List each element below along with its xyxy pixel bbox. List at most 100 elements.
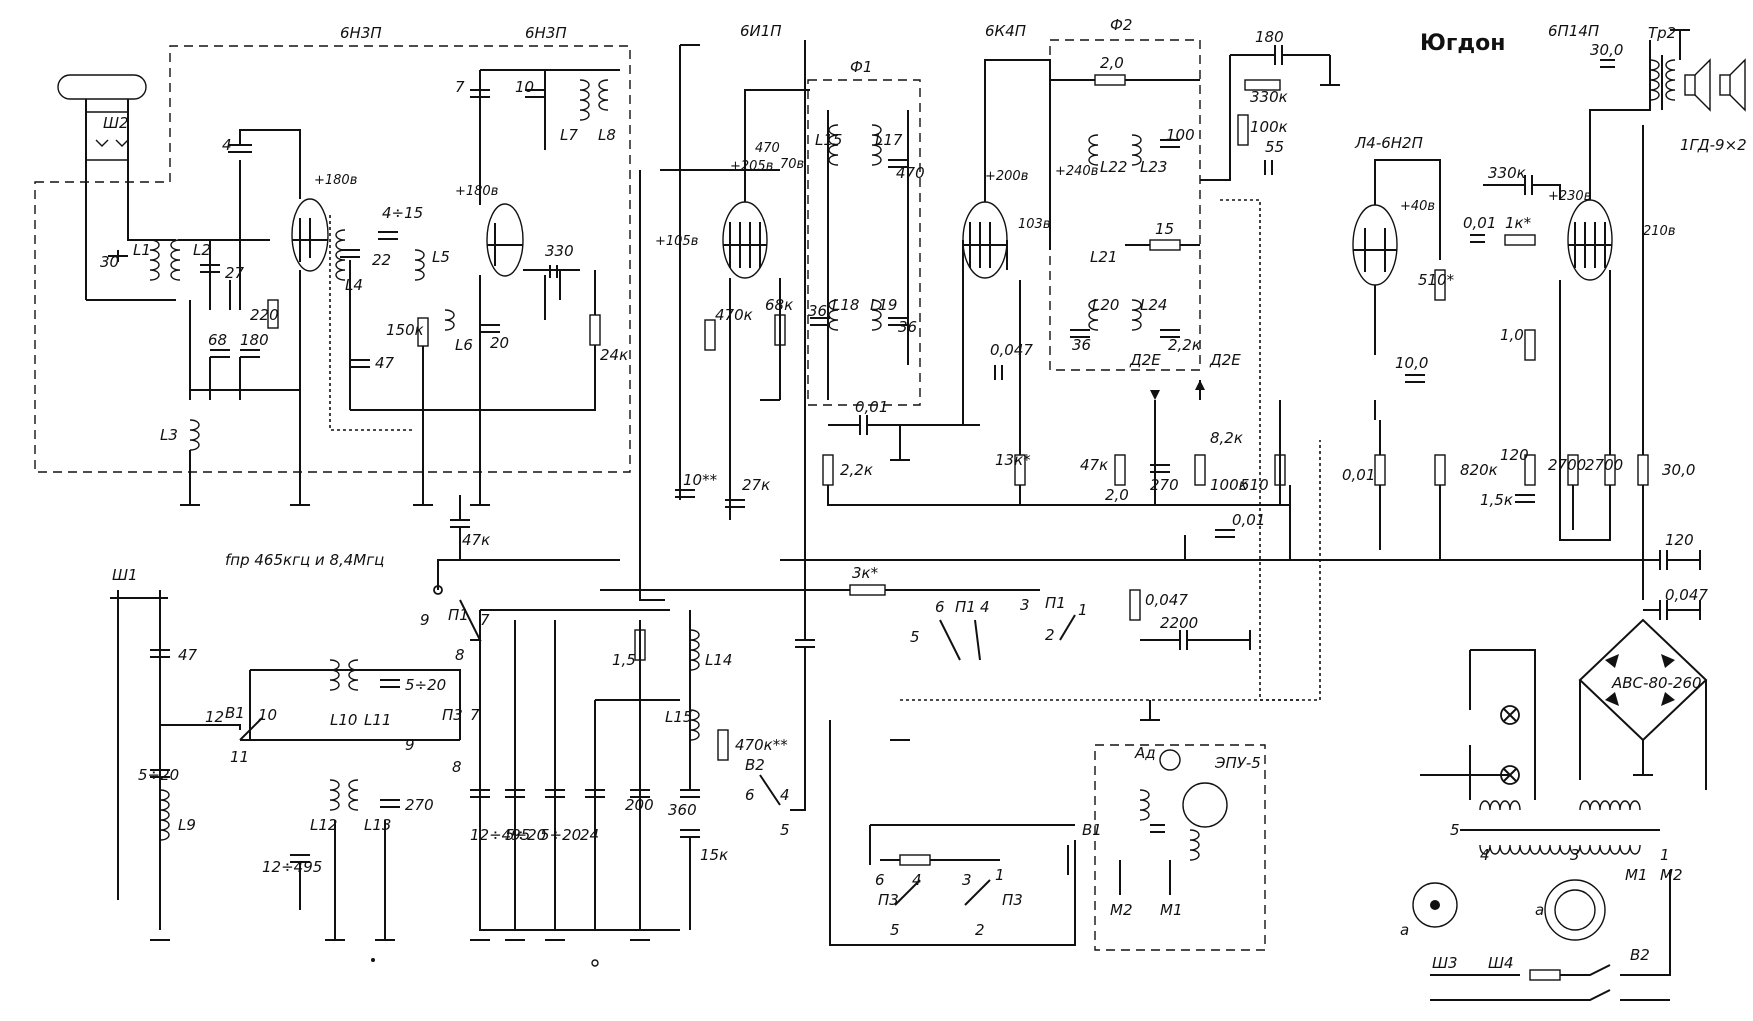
svg-text:L9: L9 <box>178 816 196 834</box>
svg-text:22: 22 <box>372 251 391 269</box>
svg-text:0,01: 0,01 <box>1232 511 1265 529</box>
svg-text:L2: L2 <box>193 241 211 259</box>
svg-text:П1: П1 <box>448 606 469 624</box>
svg-text:Д2Е: Д2Е <box>1129 351 1161 369</box>
svg-text:2700: 2700 <box>1548 456 1586 474</box>
svg-text:L13: L13 <box>364 816 391 834</box>
svg-text:2700: 2700 <box>1585 456 1623 474</box>
svg-text:15к: 15к <box>700 846 728 864</box>
svg-text:36: 36 <box>808 302 827 320</box>
svg-text:15: 15 <box>1155 220 1174 238</box>
input-coil-group: L1 L2 30 L3 <box>85 180 211 506</box>
svg-text:180: 180 <box>1255 28 1284 46</box>
svg-text:4: 4 <box>1480 846 1490 864</box>
svg-text:0,047: 0,047 <box>1665 586 1708 604</box>
svg-text:8,2к: 8,2к <box>1210 429 1243 447</box>
svg-text:9: 9 <box>405 736 415 754</box>
svg-text:30: 30 <box>100 253 119 271</box>
tube-v1-6n3p: 6Н3П +180в 4 27 68 180 220 <box>178 24 382 505</box>
svg-text:4: 4 <box>912 871 922 889</box>
svg-text:+205в: +205в <box>730 159 773 174</box>
svg-text:11: 11 <box>230 748 249 766</box>
svg-text:1,5: 1,5 <box>612 651 636 669</box>
svg-text:5: 5 <box>1450 821 1460 839</box>
am-if-coils: 1,5 L14 L15 470к** 360 15к В2 6 4 5 <box>612 40 815 930</box>
svg-text:+105в: +105в <box>655 234 698 249</box>
tube-v5-6n2p: Л4-6Н2П +40в 510* 10,0 0,01 0,01 820к <box>1342 134 1498 550</box>
svg-text:10,0: 10,0 <box>1395 354 1428 372</box>
svg-text:4: 4 <box>222 136 232 154</box>
svg-text:Ад: Ад <box>1134 744 1156 762</box>
svg-text:6И1П: 6И1П <box>740 22 782 40</box>
svg-text:13к*: 13к* <box>995 451 1031 469</box>
filter-block-f2: Ф2 2,0 L22 L23 100 +240в 15 L21 L20 L24 … <box>1049 16 1201 371</box>
svg-text:1к*: 1к* <box>1505 214 1532 232</box>
svg-text:200: 200 <box>625 796 654 814</box>
svg-text:L23: L23 <box>1140 158 1167 176</box>
svg-text:1,5к: 1,5к <box>1480 491 1513 509</box>
rf-unit-border <box>34 45 631 473</box>
svg-text:Ш1: Ш1 <box>112 566 138 584</box>
svg-text:6: 6 <box>935 598 945 616</box>
output-transformer: Тр2 30,0 1ГД-9×2 30,0 <box>1590 24 1747 600</box>
turntable-block-epu5: ЭПУ-5 Ад В1 М2 М1 <box>1067 744 1266 951</box>
svg-text:2,0: 2,0 <box>1105 486 1129 504</box>
svg-text:а: а <box>1400 921 1409 939</box>
mains-input: Ш3 Ш4 В2 <box>1430 870 1671 1001</box>
svg-text:Д2Е: Д2Е <box>1209 351 1241 369</box>
svg-text:АВС-80-260: АВС-80-260 <box>1611 674 1702 692</box>
svg-text:1: 1 <box>995 866 1005 884</box>
svg-text:3: 3 <box>1020 596 1030 614</box>
svg-text:270: 270 <box>1150 476 1179 494</box>
svg-text:В2: В2 <box>1630 946 1650 964</box>
svg-text:6Н3П: 6Н3П <box>340 24 382 42</box>
svg-text:8: 8 <box>455 646 465 664</box>
svg-text:7: 7 <box>455 78 465 96</box>
svg-text:47к: 47к <box>462 531 490 549</box>
svg-text:330: 330 <box>545 242 574 260</box>
svg-text:В1: В1 <box>1082 821 1102 839</box>
svg-text:L17: L17 <box>875 131 903 149</box>
switch-p3-section: 6 4 3 1 П3 П3 5 2 <box>829 720 1076 946</box>
svg-text:5÷20: 5÷20 <box>540 826 581 844</box>
svg-text:3к*: 3к* <box>852 564 879 582</box>
svg-text:L1: L1 <box>133 241 151 259</box>
svg-text:В2: В2 <box>745 756 765 774</box>
svg-text:10**: 10** <box>683 471 718 489</box>
svg-text:L8: L8 <box>598 126 616 144</box>
svg-text:100: 100 <box>1166 126 1195 144</box>
svg-text:360: 360 <box>668 801 697 819</box>
svg-text:820к: 820к <box>1460 461 1498 479</box>
svg-text:3: 3 <box>1570 846 1580 864</box>
svg-text:L7: L7 <box>560 126 578 144</box>
svg-text:10: 10 <box>515 78 534 96</box>
rectifier-bridge: АВС-80-260 <box>1578 618 1708 790</box>
svg-text:5: 5 <box>890 921 900 939</box>
svg-text:47: 47 <box>178 646 198 664</box>
svg-text:210в: 210в <box>1643 224 1675 239</box>
svg-text:L11: L11 <box>364 711 391 729</box>
svg-text:510: 510 <box>1240 476 1269 494</box>
svg-text:L12: L12 <box>310 816 337 834</box>
svg-text:L19: L19 <box>870 296 897 314</box>
svg-text:270: 270 <box>405 796 434 814</box>
svg-text:180: 180 <box>240 331 269 349</box>
main-bus-wiring <box>639 169 1441 741</box>
svg-text:+200в: +200в <box>985 169 1028 184</box>
svg-text:330к: 330к <box>1488 164 1526 182</box>
svg-text:6: 6 <box>745 786 755 804</box>
svg-text:470: 470 <box>896 164 925 182</box>
svg-text:6П14П: 6П14П <box>1548 22 1599 40</box>
svg-text:0,01: 0,01 <box>855 398 888 416</box>
svg-text:36: 36 <box>1072 336 1091 354</box>
svg-text:12: 12 <box>205 708 224 726</box>
svg-text:+40в: +40в <box>1400 199 1435 214</box>
svg-text:7: 7 <box>470 706 480 724</box>
svg-text:П1: П1 <box>1045 594 1066 612</box>
svg-text:L22: L22 <box>1100 158 1127 176</box>
svg-text:1,0: 1,0 <box>1500 326 1524 344</box>
svg-text:330к: 330к <box>1250 88 1288 106</box>
svg-text:L10: L10 <box>330 711 357 729</box>
p1-left-section: 3к* 9 П1 7 8 47к <box>420 495 1040 664</box>
svg-text:4÷15: 4÷15 <box>382 204 423 222</box>
